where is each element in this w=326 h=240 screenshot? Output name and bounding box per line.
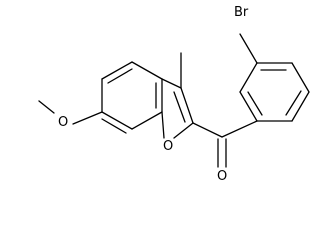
- atom-labels: Br O O O: [58, 5, 249, 184]
- carbonyl-oxygen-label: O: [217, 169, 227, 184]
- methoxy-oxygen-label: O: [58, 115, 68, 130]
- bond: [221, 120, 258, 138]
- molecule-diagram: Br O O O: [38, 5, 310, 184]
- bond: [161, 78, 182, 89]
- bond: [239, 91, 258, 122]
- bond: [38, 100, 55, 114]
- bond: [161, 111, 165, 139]
- bond: [285, 90, 302, 116]
- bond: [173, 91, 186, 123]
- bromine-atom-label: Br: [234, 5, 249, 20]
- bond: [101, 111, 133, 130]
- bond: [192, 122, 223, 138]
- bond: [131, 111, 163, 130]
- bond: [72, 111, 103, 125]
- bond: [107, 68, 133, 84]
- bond: [239, 62, 258, 93]
- bond: [239, 33, 258, 64]
- bond: [291, 91, 310, 122]
- structure-canvas: Br O O O: [38, 5, 310, 184]
- bond: [291, 62, 310, 93]
- bonds: [38, 33, 310, 168]
- bond: [180, 87, 194, 124]
- bond: [101, 118, 127, 134]
- bond: [101, 61, 133, 80]
- bond: [131, 61, 163, 80]
- bond: [247, 91, 263, 116]
- furan-oxygen-label: O: [163, 139, 173, 154]
- bond: [173, 122, 194, 139]
